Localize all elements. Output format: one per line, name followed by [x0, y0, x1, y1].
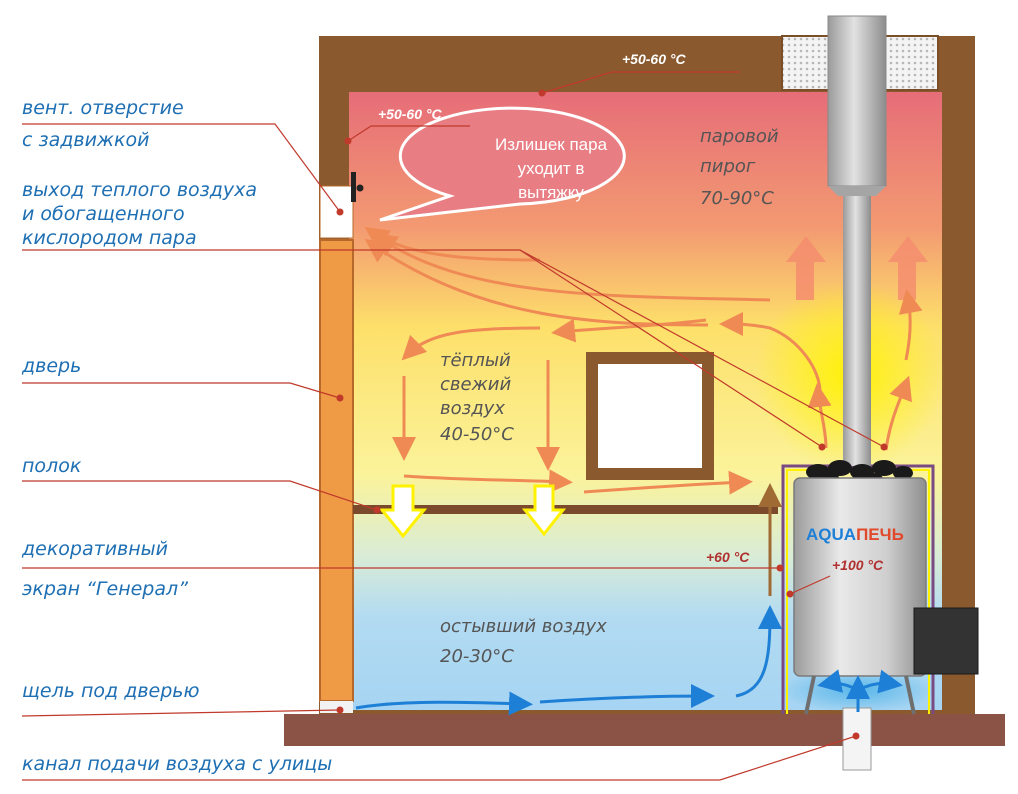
bubble-line1: Излишек пара: [495, 135, 608, 154]
zone-steam-line3: 70-90°C: [700, 188, 774, 209]
stove-body: [793, 477, 927, 677]
chimney-taper: [828, 186, 886, 196]
floor: [284, 714, 1005, 746]
zone-warm-line3: воздух: [440, 398, 505, 419]
stove-legs: [804, 675, 916, 715]
label-warm-line1: выход теплого воздуха: [22, 179, 257, 201]
vent-damper: [351, 172, 356, 202]
label-warm-line2: и обогащенного: [22, 203, 185, 225]
leader-dots: [336, 89, 888, 740]
window-glass: [598, 364, 702, 468]
temp-screen: +60 °C: [706, 549, 750, 565]
cool-flow-arrows: [355, 605, 903, 716]
door-gap: [320, 701, 353, 713]
shelf-down-arrows: [378, 484, 567, 539]
hot-plumes: [786, 236, 928, 300]
warm-flow-arrows: [364, 226, 771, 495]
chimney-top: [827, 15, 887, 187]
temp-stove: +100 °C: [832, 557, 884, 573]
damper-knob: [356, 184, 364, 192]
zone-steam-line2: пирог: [700, 156, 756, 177]
stove-firebox: [913, 607, 979, 675]
steam-bubble: [379, 106, 626, 222]
label-warm-line3: кислородом пара: [22, 227, 197, 249]
brand-logo: AQUAПЕЧЬ: [806, 525, 904, 544]
zone-cool-line1: остывший воздух: [440, 616, 607, 637]
zone-cool-line2: 20-30°C: [440, 646, 514, 667]
label-vent-line2: с задвижкой: [22, 129, 149, 151]
zone-warm-line4: 40-50°C: [440, 424, 514, 445]
zone-steam-line1: паровой: [700, 126, 779, 147]
label-screen-line2: экран “Генерал”: [22, 578, 188, 600]
temp-ceiling: +50-60 °C: [378, 106, 442, 122]
label-vent-line1: вент. отверстие: [22, 97, 184, 119]
bubble-line3: вытяжку: [518, 183, 584, 202]
bubble-line2: уходит в: [518, 159, 585, 178]
zone-warm-line1: тёплый: [440, 350, 511, 371]
zone-warm-line2: свежий: [440, 374, 511, 395]
leader-lines: [21, 71, 885, 781]
label-shelf: полок: [22, 455, 82, 477]
label-channel: канал подачи воздуха с улицы: [22, 753, 332, 775]
label-door: дверь: [21, 355, 81, 377]
label-gap: щель под дверью: [22, 680, 199, 702]
label-screen-line1: декоративный: [21, 538, 168, 560]
temp-roof: +50-60 °C: [622, 51, 686, 67]
stove-flow-arrows: [719, 289, 923, 451]
door: [319, 239, 354, 702]
chimney-pipe: [843, 196, 871, 466]
shelf: [353, 505, 778, 514]
